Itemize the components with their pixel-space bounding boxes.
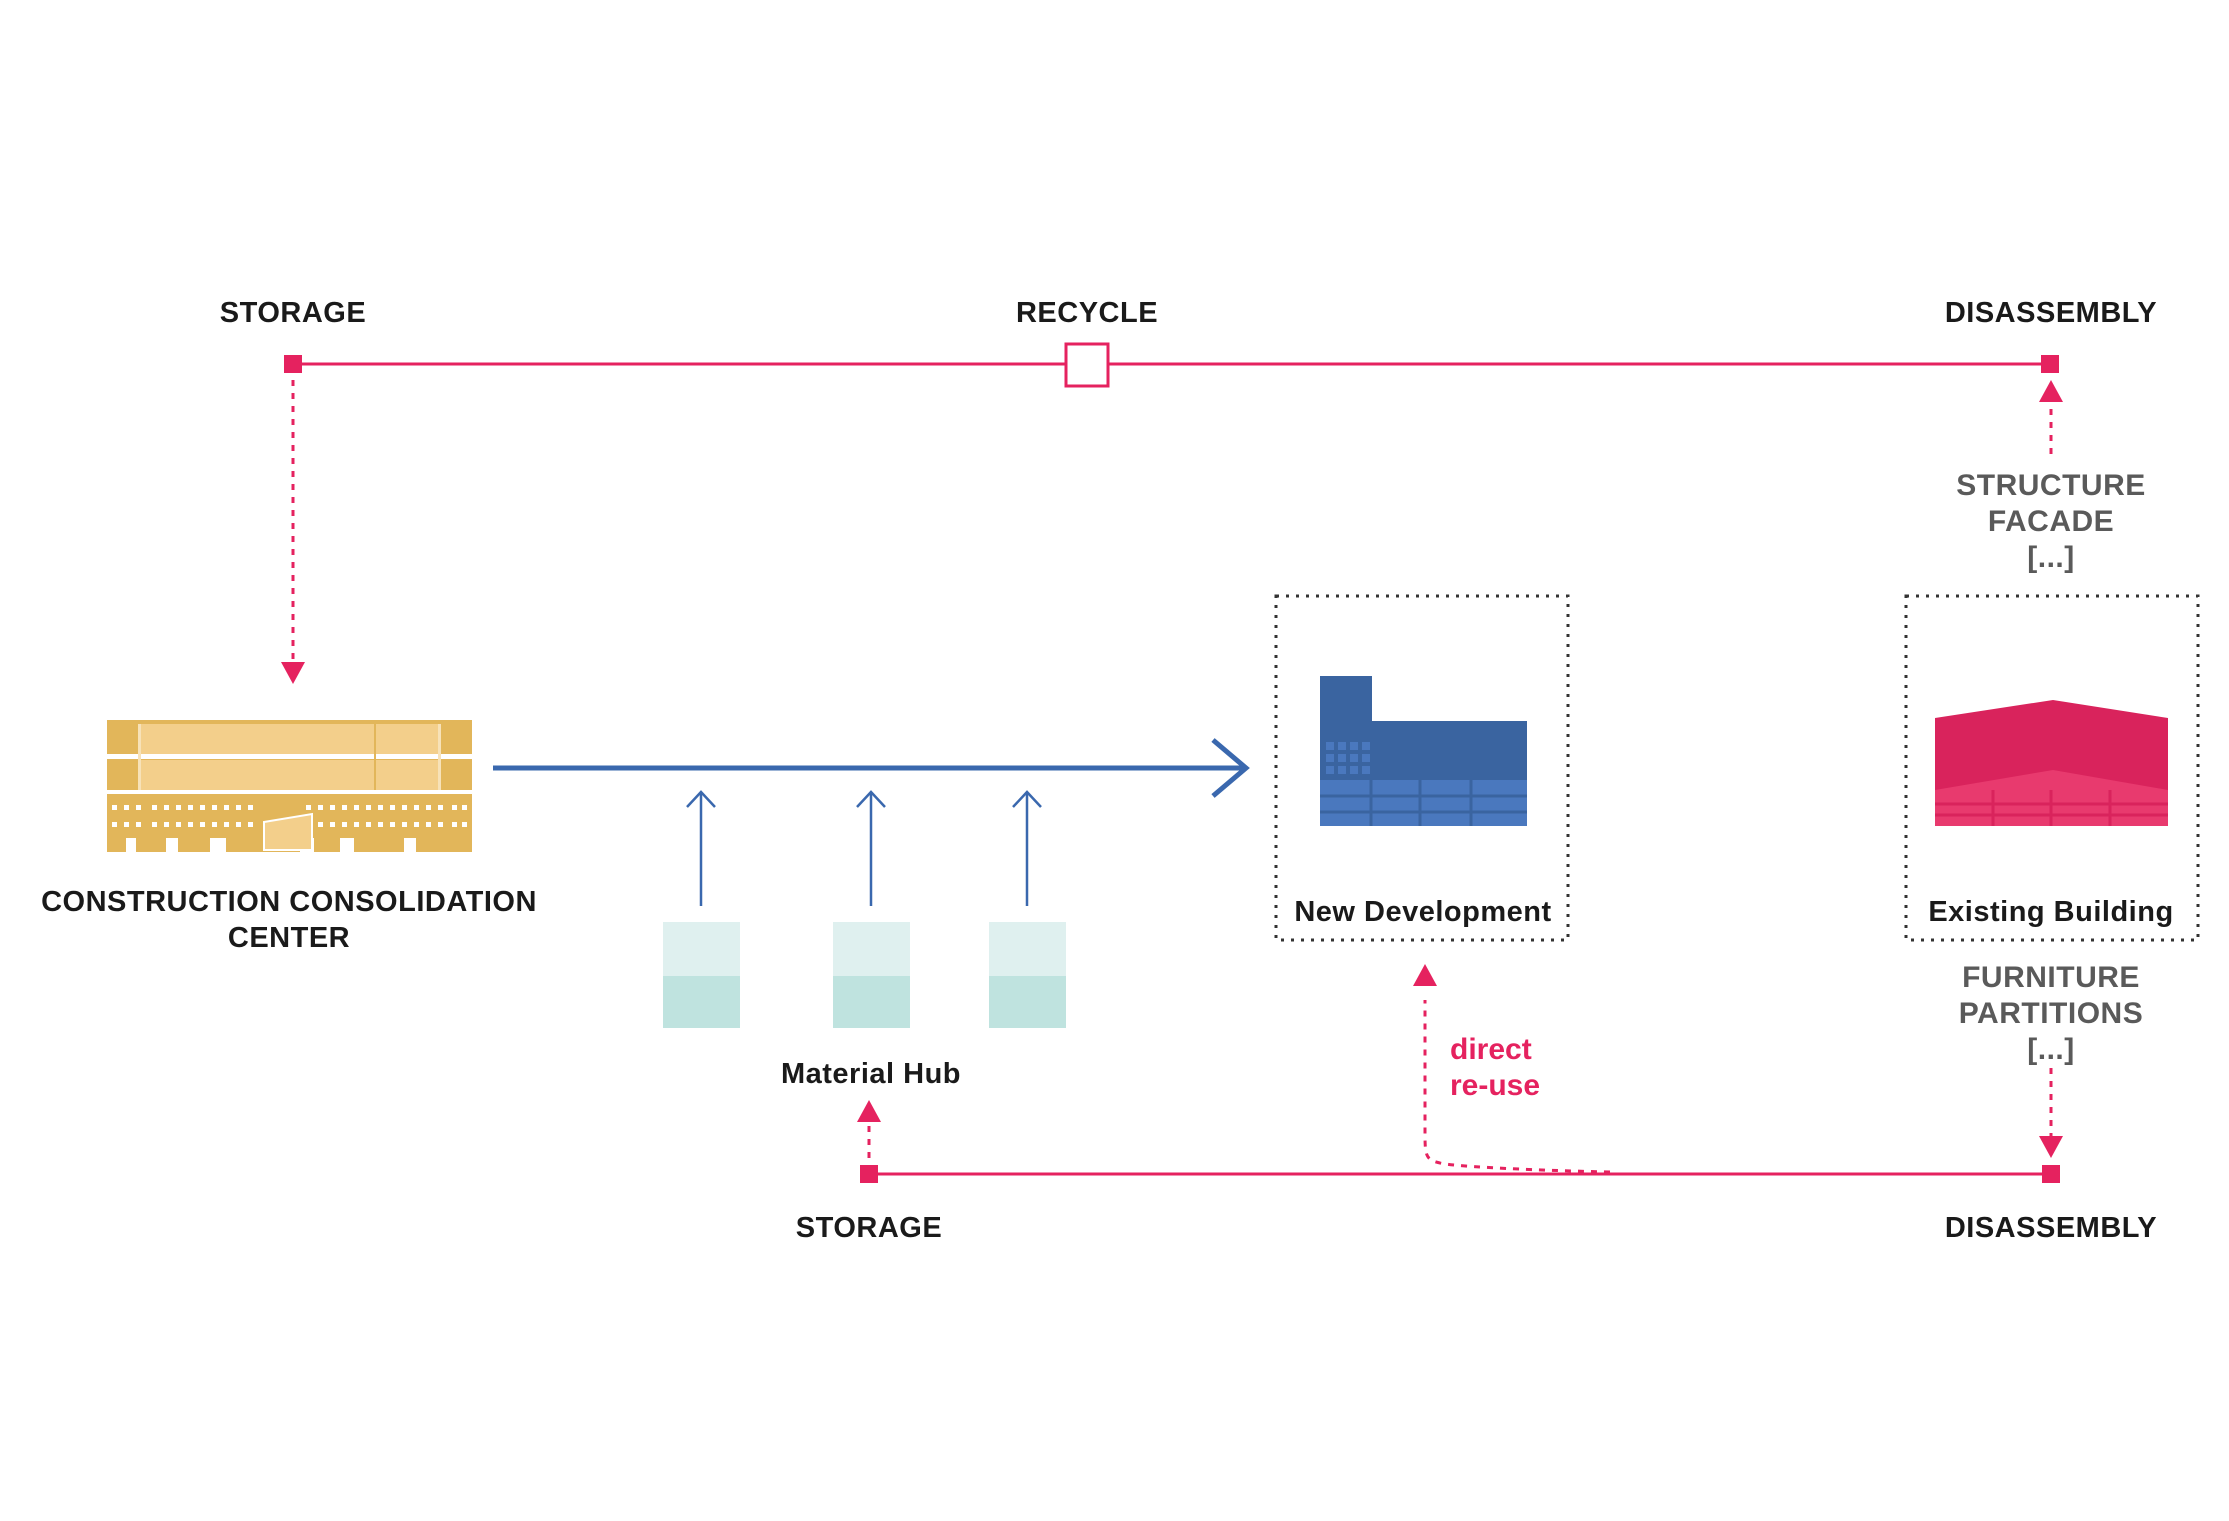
furniture-list-item: FURNITURE — [1962, 961, 2140, 994]
structure-list: STRUCTURE FACADE [...] — [1956, 468, 2146, 576]
storage-to-center-arrowhead — [281, 662, 305, 684]
top-disassembly-node — [2041, 355, 2059, 373]
bottom-storage-node — [860, 1165, 878, 1183]
recycle-label: RECYCLE — [1015, 297, 1159, 329]
structure-list-item: STRUCTURE — [1956, 469, 2146, 502]
direct-reuse-label-line1: direct — [1450, 1033, 1532, 1066]
bottom-storage-label: STORAGE — [795, 1212, 943, 1244]
new-building-icon — [1320, 676, 1527, 826]
direct-reuse-label-line2: re-use — [1450, 1069, 1541, 1102]
warehouse-building-icon — [107, 720, 472, 852]
existing-building-icon — [1935, 700, 2168, 826]
new-development-frame — [1274, 594, 1570, 942]
existing-building-label: Existing Building — [1928, 896, 2174, 928]
direct-reuse-arrowhead — [1413, 964, 1437, 986]
direct-reuse-label: direct re-use — [1450, 1032, 1540, 1104]
furniture-list: FURNITURE PARTITIONS [...] — [1959, 960, 2143, 1068]
consolidation-center-label-line1: CONSTRUCTION CONSOLIDATION — [41, 886, 537, 918]
consolidation-center-label: CONSTRUCTION CONSOLIDATION CENTER — [41, 884, 537, 956]
structure-list-item: [...] — [2027, 541, 2075, 574]
main-flow-arrowhead — [1211, 738, 1250, 798]
bottom-disassembly-node — [2042, 1165, 2060, 1183]
top-disassembly-label: DISASSEMBLY — [1944, 297, 2158, 329]
structure-arrowhead — [2039, 380, 2063, 402]
material-container-icon — [663, 922, 1066, 1028]
existing-building-frame — [1904, 594, 2200, 942]
structure-list-item: FACADE — [1987, 505, 2115, 538]
furniture-list-item: PARTITIONS — [1958, 997, 2144, 1030]
top-storage-label: STORAGE — [219, 297, 367, 329]
furniture-arrowhead — [2039, 1136, 2063, 1158]
hub-up-arrows — [686, 790, 1042, 906]
consolidation-center-label-line2: CENTER — [227, 922, 351, 954]
recycle-node — [1064, 342, 1110, 388]
bottom-disassembly-label: DISASSEMBLY — [1944, 1212, 2158, 1244]
top-storage-node — [284, 355, 302, 373]
furniture-list-item: [...] — [2027, 1033, 2075, 1066]
storage-to-hub-arrowhead — [857, 1100, 881, 1122]
material-hub-label: Material Hub — [780, 1058, 962, 1090]
new-development-label: New Development — [1294, 896, 1552, 928]
